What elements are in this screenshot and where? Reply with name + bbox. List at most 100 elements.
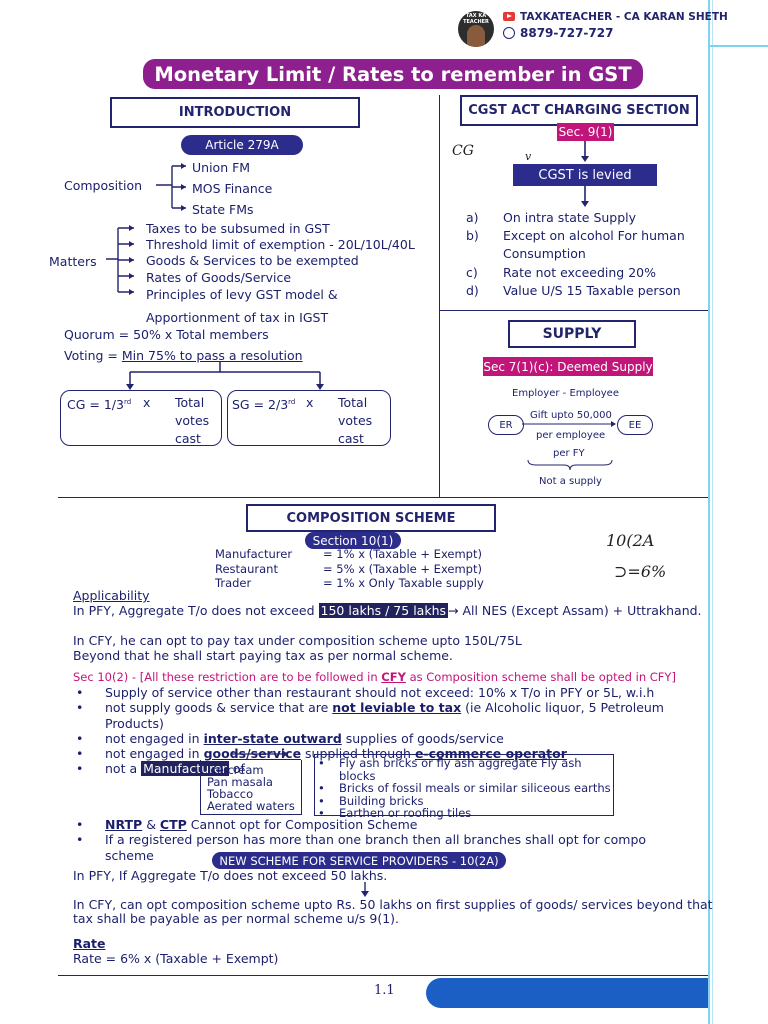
employer-employee: Employer - Employee <box>512 388 619 399</box>
supply-heading: SUPPLY <box>508 320 636 348</box>
r5-a: not a <box>105 761 141 776</box>
cgst-point-c-label: c) <box>466 265 478 280</box>
cfy-line-2: Beyond that he shall start paying tax as… <box>73 648 453 663</box>
r6-d: Cannot opt for Composition Scheme <box>187 817 418 832</box>
r3-b: inter-state outward <box>204 731 342 746</box>
supply-brace <box>526 458 614 472</box>
sg-cast: cast <box>338 431 364 446</box>
r6-a: NRTP <box>105 817 142 832</box>
restriction-1: Supply of service other than restaurant … <box>73 685 693 700</box>
phone-number[interactable]: 8879-727-727 <box>520 26 613 40</box>
page-title: Monetary Limit / Rates to remember in GS… <box>143 59 643 89</box>
rate-value-2: = 5% x (Taxable + Exempt) <box>323 563 482 576</box>
cfy-line-1: In CFY, he can opt to pay tax under comp… <box>73 633 522 648</box>
cgst-levied-box: CGST is levied <box>513 164 657 186</box>
mfg-right-1: Fly ash bricks or fly ash aggregate Fly … <box>315 757 613 782</box>
rate-heading: Rate <box>73 936 106 951</box>
sec-10-2-prefix: Sec 10(2) - [All these restriction are t… <box>73 670 381 684</box>
restriction-3: not engaged in inter-state outward suppl… <box>73 731 693 746</box>
sg-times: x <box>306 395 313 410</box>
composition-bracket <box>150 160 190 216</box>
new-scheme-line-2: In CFY, can opt composition scheme upto … <box>73 897 713 912</box>
cgst-point-a-text: On intra state Supply <box>503 210 636 225</box>
article-tag: Article 279A <box>181 135 303 155</box>
quorum-text: Quorum = 50% x Total members <box>64 327 269 342</box>
r2-a: not supply goods & service that are <box>105 700 332 715</box>
not-supply-text: Not a supply <box>539 476 602 487</box>
handwritten-note-2: ⊃=6% <box>614 562 666 581</box>
matters-item-3: Goods & Services to be exempted <box>146 253 359 268</box>
r6-b: & <box>142 817 160 832</box>
cgst-supply-divider <box>440 310 708 311</box>
cgst-sec-tag: Sec. 9(1) <box>557 123 614 141</box>
whatsapp-icon[interactable] <box>503 27 515 39</box>
composition-item-3: State FMs <box>192 202 254 217</box>
voting-value: Min 75% to pass a resolution <box>122 348 303 363</box>
sec-10-2-suffix: as Composition scheme shall be opted in … <box>406 670 676 684</box>
page-number: 1.1 <box>374 983 395 998</box>
matters-item-1: Taxes to be subsumed in GST <box>146 221 330 236</box>
r3-c: supplies of goods/service <box>342 731 504 746</box>
gift-arrow <box>522 419 617 429</box>
cgst-point-a-label: a) <box>466 210 479 225</box>
r4-a: not engaged in <box>105 746 204 761</box>
cg-times: x <box>143 395 150 410</box>
cg-fraction: CG = 1/3rd <box>67 395 131 412</box>
cgst-heading: CGST ACT CHARGING SECTION <box>460 95 698 126</box>
mfg-left-box: Ice cream Pan masala Tobacco Aerated wat… <box>200 760 302 815</box>
restriction-2: not supply goods & service that are not … <box>73 700 693 731</box>
r2-b: not leviable to tax <box>332 700 461 715</box>
pfy-prefix: In PFY, Aggregate T/o does not exceed <box>73 603 319 618</box>
matters-item-2: Threshold limit of exemption - 20L/10L/4… <box>146 237 415 252</box>
cgst-point-b-label: b) <box>466 228 479 243</box>
rate-who-2: Restaurant <box>215 563 278 576</box>
r6-c: CTP <box>160 817 187 832</box>
rate-who-3: Trader <box>215 577 251 590</box>
intro-heading: INTRODUCTION <box>110 97 360 128</box>
section-divider <box>58 497 708 498</box>
matters-item-6: Apportionment of tax in IGST <box>146 310 328 325</box>
voting-split-arrow <box>120 362 330 392</box>
sg-votes: votes <box>338 413 372 428</box>
sec-10-2-line: Sec 10(2) - [All these restriction are t… <box>73 670 676 684</box>
rate-value-3: = 1% x Only Taxable supply <box>323 577 484 590</box>
er-oval: ER <box>488 415 524 435</box>
cgst-point-b-text: Except on alcohol For human <box>503 228 685 243</box>
per-employee-text: per employee <box>536 430 605 441</box>
cg-box: CG = 1/3rd x Total votes cast <box>60 390 222 446</box>
composition-item-1: Union FM <box>192 160 250 175</box>
matters-item-5: Principles of levy GST model & <box>146 287 338 302</box>
top-right-divider <box>708 45 768 47</box>
supply-sec-tag: Sec 7(1)(c): Deemed Supply <box>483 357 653 376</box>
sg-total: Total <box>338 395 367 410</box>
youtube-icon[interactable] <box>503 12 515 21</box>
handwritten-note-1: 10(2A <box>606 531 654 550</box>
composition-item-2: MOS Finance <box>192 181 272 196</box>
restriction-6: NRTP & CTP Cannot opt for Composition Sc… <box>73 817 693 832</box>
cg-votes: votes <box>175 413 209 428</box>
matters-label: Matters <box>49 254 97 269</box>
composition-label: Composition <box>64 178 142 193</box>
sg-box: SG = 2/3rd x Total votes cast <box>227 390 391 446</box>
page-title-text: Monetary Limit / Rates to remember in GS… <box>154 63 631 86</box>
footer-divider <box>58 975 708 976</box>
right-margin-line-2 <box>712 0 713 1024</box>
cgst-handwritten-1: CG <box>452 143 474 159</box>
sg-fraction: SG = 2/3rd <box>232 395 295 412</box>
mfg-right-2: Bricks of fossil meals or similar silice… <box>315 782 613 795</box>
avatar <box>467 25 485 47</box>
rate-value-1: = 1% x (Taxable + Exempt) <box>323 548 482 561</box>
cg-fraction-sup: rd <box>124 398 131 406</box>
channel-name[interactable]: TAXKATEACHER - CA KARAN SHETH <box>520 11 728 23</box>
logo-badge: TAX KA TEACHER <box>458 11 494 47</box>
cg-cast: cast <box>175 431 201 446</box>
new-scheme-line-3: tax shall be payable as per normal schem… <box>73 911 399 926</box>
rate-who-1: Manufacturer <box>215 548 292 561</box>
column-divider <box>439 95 440 497</box>
pfy-arrow: → <box>448 603 458 618</box>
cgst-arrow-2 <box>579 186 591 208</box>
footer-blue-bar <box>426 978 708 1008</box>
mfg-left-4: Aerated waters <box>207 800 295 813</box>
voting-text: Voting = Min 75% to pass a resolution <box>64 348 303 363</box>
pfy-limit: 150 lakhs / 75 lakhs <box>319 603 448 618</box>
